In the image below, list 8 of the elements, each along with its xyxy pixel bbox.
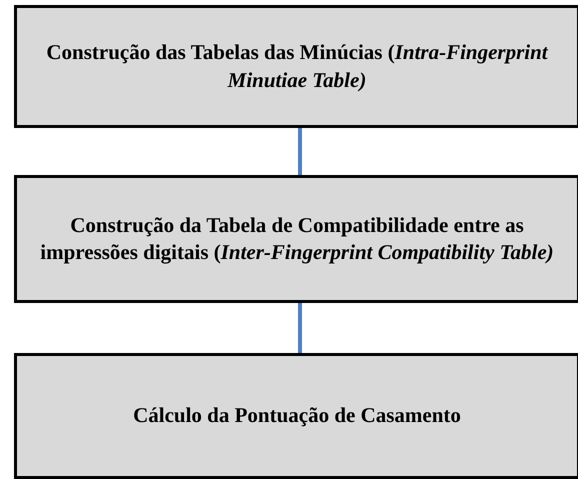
step-text: Construção das Tabelas das Minúcias (Intra-Fingerprint Minutiae Table) [45,39,549,94]
process-box [14,175,578,303]
connector-line [298,128,302,175]
process-box [14,5,578,128]
connector-line [298,303,302,353]
step-text: Construção da Tabela de Compatibilidade entre as impressões digitais (Inter-Fingerprint Compatibility Table) [39,212,555,266]
process-box [14,353,578,479]
step-text: Cálculo da Pontuação de Casamento [133,402,461,430]
